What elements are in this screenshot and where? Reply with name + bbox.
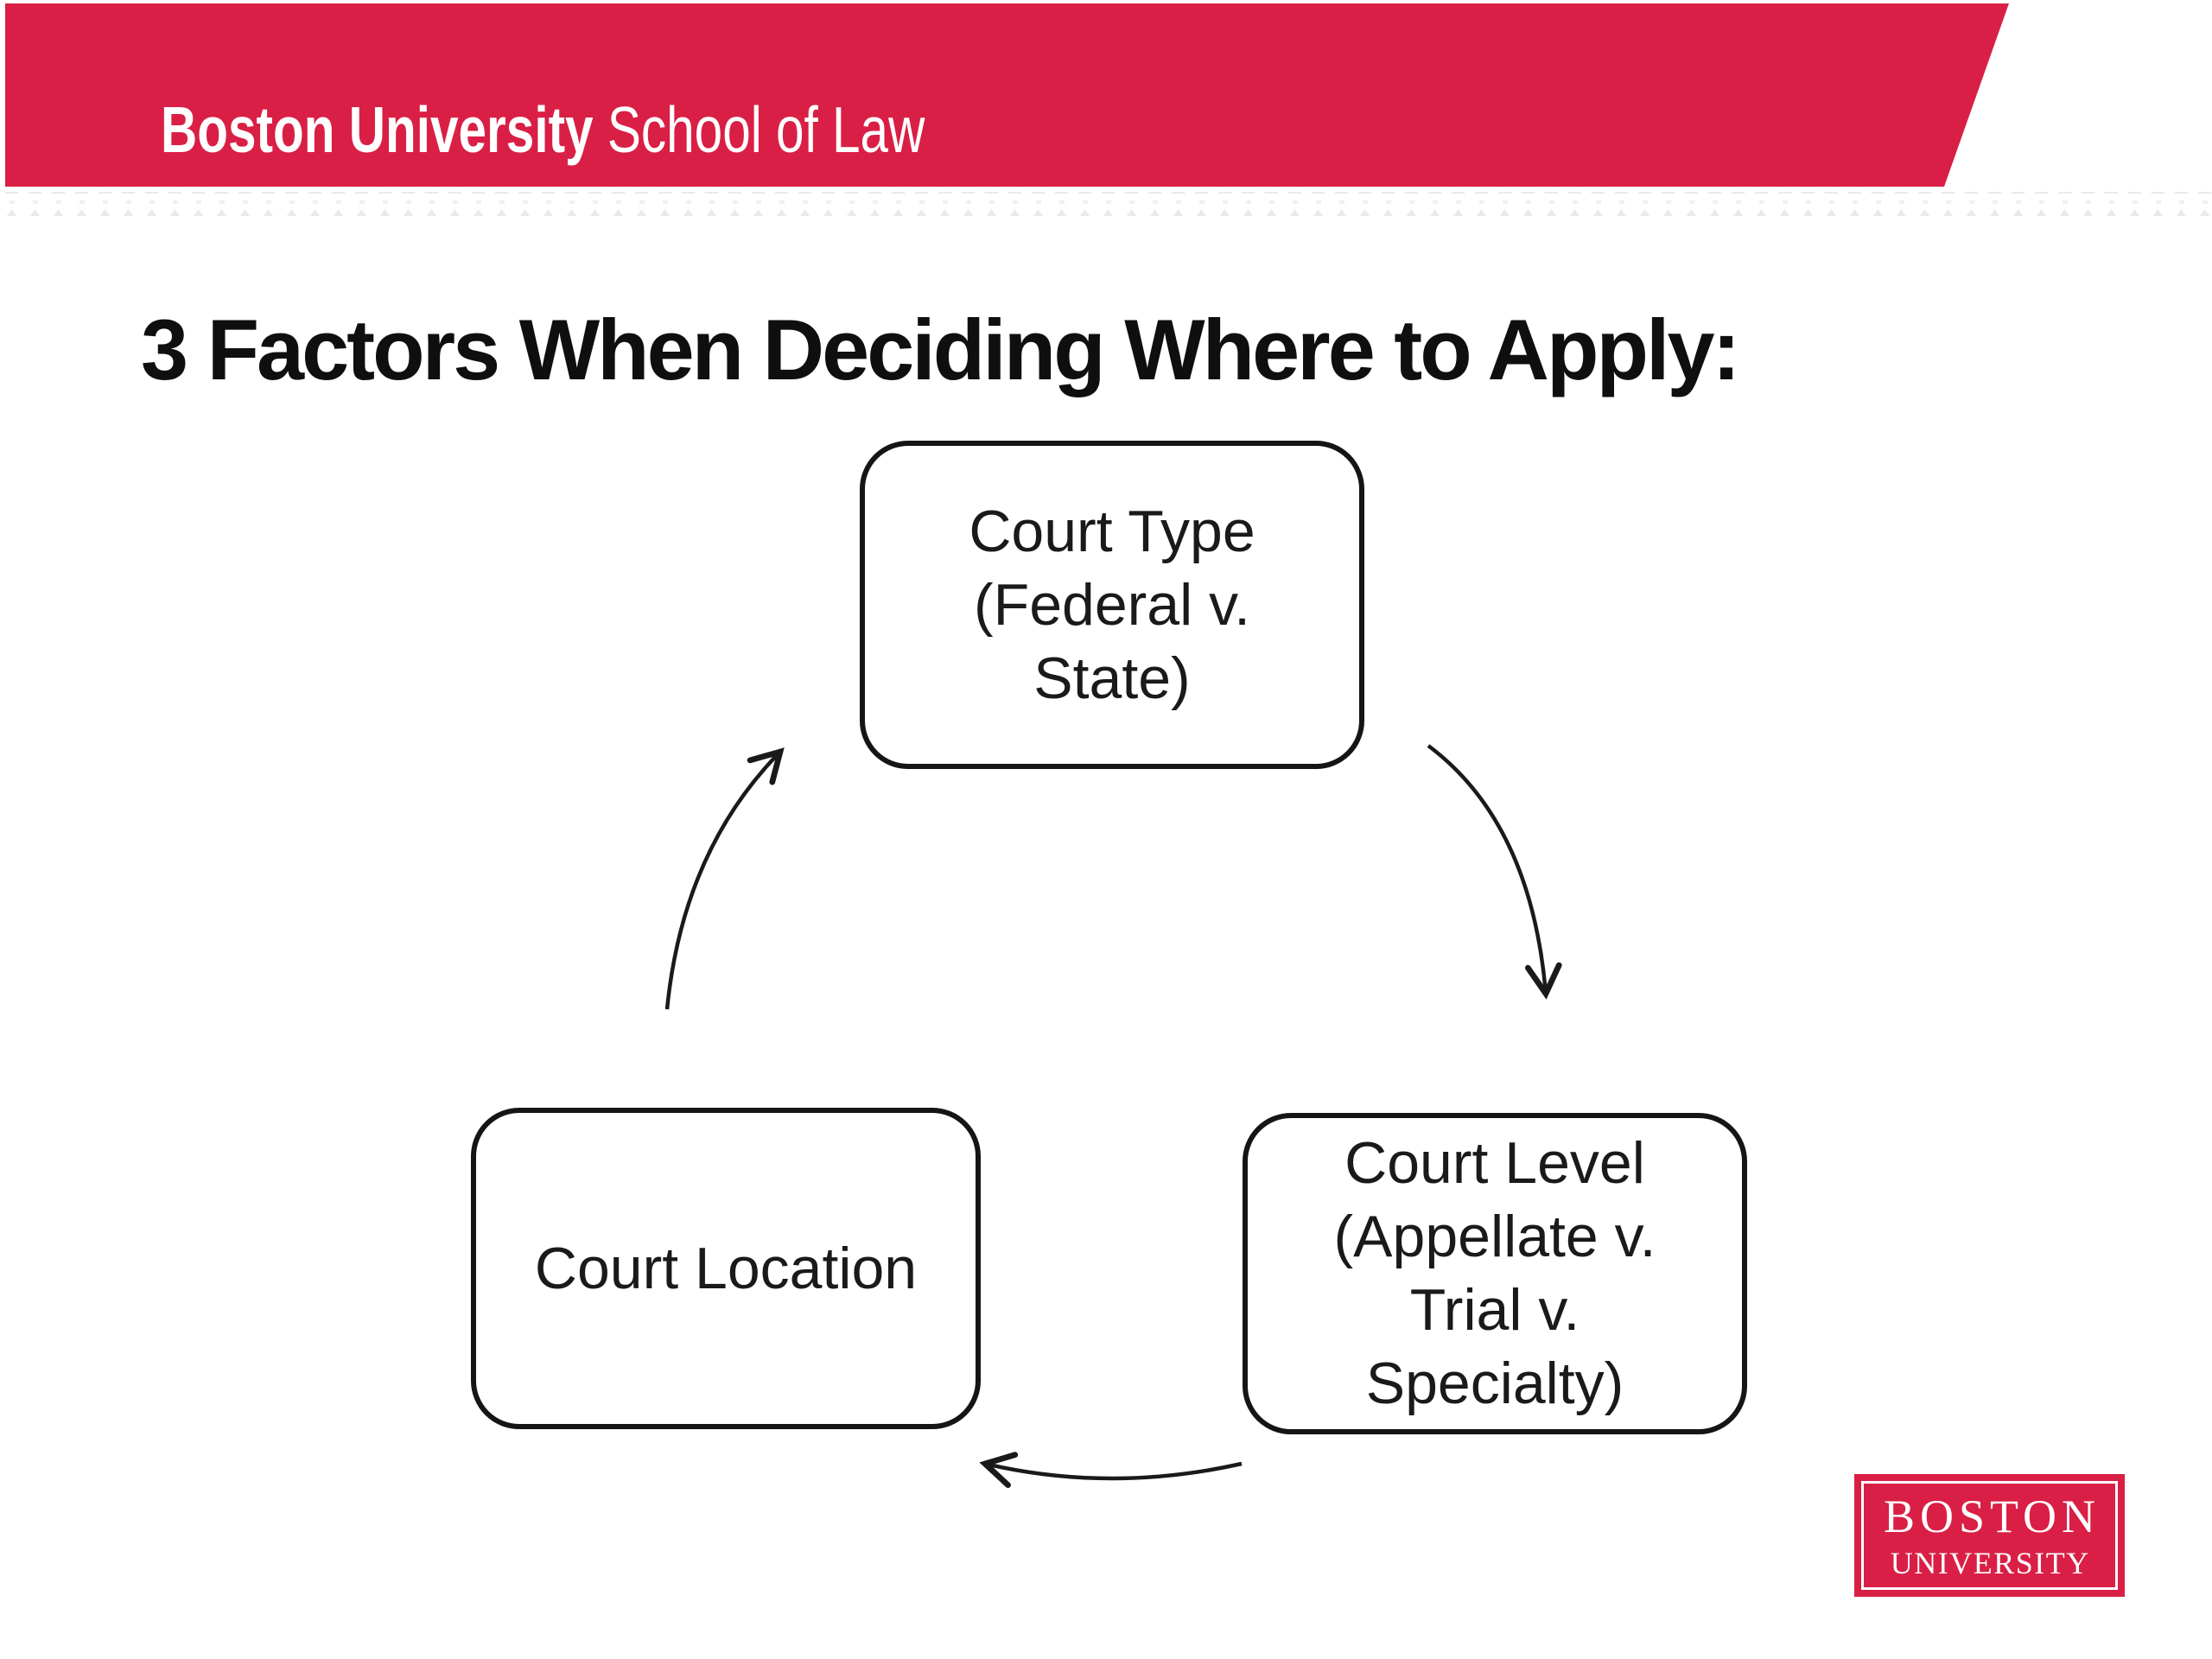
- bu-logo-line2: UNIVERSITY: [1890, 1545, 2090, 1580]
- brand-school-regular: School of Law: [593, 93, 925, 166]
- header-banner: Boston University School of Law: [5, 3, 2009, 187]
- zigzag-pattern-strip: [0, 192, 2212, 216]
- brand-name-bold: Boston University: [161, 93, 594, 166]
- arrow-court-location-to-court-type: [664, 752, 780, 1010]
- arrow-court-type-to-court-level: [1427, 744, 1546, 994]
- bu-logo-frame: BOSTON UNIVERSITY: [1861, 1481, 2118, 1590]
- node-court-type: Court Type (Federal v. State): [860, 441, 1364, 769]
- node-court-level-label: Court Level (Appellate v. Trial v. Speci…: [1333, 1130, 1656, 1416]
- page-title: 3 Factors When Deciding Where to Apply:: [141, 302, 1740, 397]
- bu-logo: BOSTON UNIVERSITY: [1854, 1474, 2125, 1597]
- node-court-level: Court Level (Appellate v. Trial v. Speci…: [1243, 1113, 1747, 1434]
- node-court-location-label: Court Location: [534, 1235, 918, 1301]
- header-brand-text: Boston University School of Law: [161, 98, 925, 162]
- bu-logo-line1: BOSTON: [1883, 1490, 2101, 1542]
- node-court-location: Court Location: [471, 1108, 981, 1429]
- arrow-court-level-to-court-location: [985, 1464, 1243, 1478]
- node-court-type-label: Court Type (Federal v. State): [969, 498, 1255, 711]
